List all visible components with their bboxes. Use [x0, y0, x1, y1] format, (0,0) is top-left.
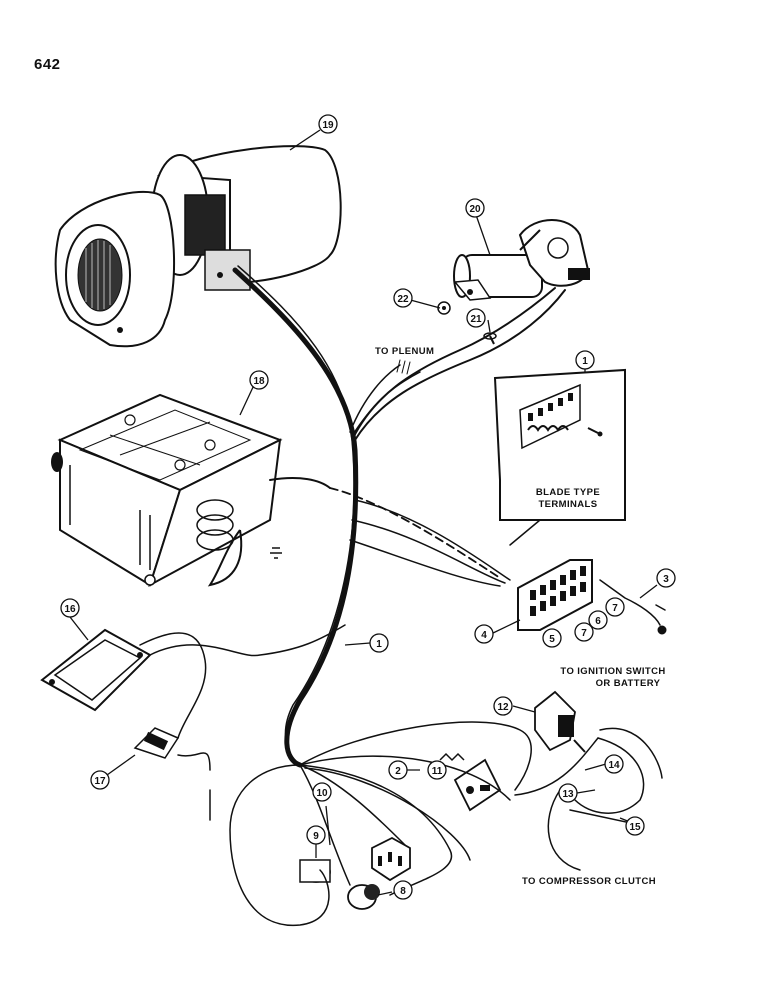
callout-4: 4	[481, 630, 487, 641]
compressor-clutch-label: TO COMPRESSOR CLUTCH	[522, 876, 656, 887]
terminal-block	[517, 559, 593, 631]
blade-terminal-inset	[493, 368, 626, 521]
page-number: 642	[34, 56, 61, 73]
nut	[437, 301, 451, 315]
switch-housing	[40, 628, 152, 712]
blade-type-terminals-label: BLADE TYPE TERMINALS	[528, 487, 608, 511]
ignition-switch-label: TO IGNITION SWITCH OR BATTERY	[548, 666, 678, 690]
blower-assembly	[54, 145, 342, 348]
fuse-holder	[347, 884, 380, 910]
callout-1-harness: 1	[376, 639, 382, 650]
callout-1-inset: 1	[582, 356, 588, 367]
callout-21: 21	[470, 314, 482, 325]
blade-type-terminals-text: BLADE TYPE TERMINALS	[535, 487, 601, 510]
ignition-switch-line1: TO IGNITION SWITCH	[560, 666, 666, 677]
diode	[299, 859, 331, 883]
heater-box	[51, 393, 283, 588]
callouts	[60, 114, 676, 900]
callout-19: 19	[322, 120, 334, 131]
ignition-switch-line2: OR BATTERY	[595, 678, 661, 689]
thermostat	[439, 752, 502, 812]
callout-3: 3	[663, 574, 669, 585]
callout-12: 12	[497, 702, 509, 713]
callout-5: 5	[549, 634, 555, 645]
callout-13: 13	[562, 789, 574, 800]
callout-numbers: 19 20 22 21 1 18 1 3 4 5 6 7 7 16 17 2 1…	[64, 120, 669, 897]
callout-11: 11	[432, 766, 443, 777]
callout-7a: 7	[581, 628, 587, 639]
callout-15: 15	[629, 822, 641, 833]
callout-22: 22	[397, 294, 409, 305]
callout-10: 10	[316, 788, 328, 799]
callout-7b: 7	[612, 603, 618, 614]
callout-16: 16	[64, 604, 76, 615]
connector	[133, 727, 180, 759]
callout-17: 17	[94, 776, 106, 787]
pressure-switch	[534, 690, 586, 753]
callout-2: 2	[395, 766, 401, 777]
callout-18: 18	[253, 376, 265, 387]
callout-20: 20	[469, 204, 481, 215]
callout-8: 8	[400, 886, 406, 897]
relay	[371, 836, 411, 882]
wiring-harness	[139, 265, 667, 926]
screw	[483, 332, 497, 345]
to-plenum-label: TO PLENUM	[375, 346, 435, 357]
water-valve-actuator	[453, 219, 590, 301]
callout-9: 9	[313, 831, 319, 842]
callout-6: 6	[595, 616, 601, 627]
callout-14: 14	[608, 760, 620, 771]
